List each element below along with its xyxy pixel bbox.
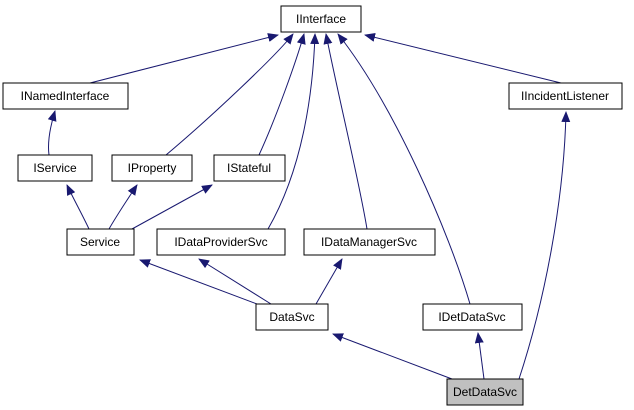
node-DetDataSvc-box	[446, 378, 524, 406]
node-Service-label: Service	[80, 235, 120, 249]
edge-DetDataSvc-to-IIncidentListener	[518, 111, 571, 380]
edge-IService-to-INamedInterface	[47, 110, 57, 156]
node-IIncidentListener[interactable]: IIncidentListener	[508, 82, 623, 110]
node-IDetDataSvc-label: IDetDataSvc	[438, 310, 505, 324]
edge-IIncidentListener-to-IInterface	[364, 33, 562, 84]
edge-INamedInterface-to-IInterface	[89, 33, 279, 84]
node-layer: IInterface INamedInterface IIncidentList…	[2, 5, 623, 406]
edge-Service-to-IService	[66, 184, 90, 230]
node-IDataProviderSvc-box[interactable]	[156, 228, 286, 256]
node-IStateful-box[interactable]	[213, 154, 286, 182]
node-DataSvc-box[interactable]	[255, 303, 329, 331]
edge-Service-to-IStateful	[131, 184, 213, 230]
node-Service-box[interactable]	[66, 228, 135, 256]
node-IService-label: IService	[33, 161, 77, 175]
edge-DetDataSvc-to-DataSvc	[332, 333, 453, 380]
edge-DataSvc-to-IDataProviderSvc	[198, 258, 272, 305]
node-IStateful-label: IStateful	[227, 161, 271, 175]
edge-DataSvc-to-IDataManagerSvc	[315, 258, 343, 305]
node-IProperty-label: IProperty	[128, 161, 177, 175]
edge-DataSvc-to-Service	[139, 259, 258, 305]
edge-layer	[47, 33, 571, 380]
node-IDataManagerSvc-box[interactable]	[303, 228, 436, 256]
node-IStateful[interactable]: IStateful	[213, 154, 286, 182]
node-IProperty[interactable]: IProperty	[111, 154, 193, 182]
node-IProperty-box[interactable]	[111, 154, 193, 182]
node-IDataManagerSvc[interactable]: IDataManagerSvc	[303, 228, 436, 256]
node-IDetDataSvc-box[interactable]	[422, 303, 523, 331]
node-IInterface-label: IInterface	[296, 12, 346, 26]
node-Service[interactable]: Service	[66, 228, 135, 256]
node-DetDataSvc-label: DetDataSvc	[453, 385, 517, 399]
node-IService[interactable]: IService	[17, 154, 93, 182]
node-IIncidentListener-label: IIncidentListener	[521, 89, 609, 103]
node-IDetDataSvc[interactable]: IDetDataSvc	[422, 303, 523, 331]
edge-IDataProviderSvc-to-IInterface	[267, 33, 320, 230]
node-DataSvc[interactable]: DataSvc	[255, 303, 329, 331]
node-DataSvc-label: DataSvc	[269, 310, 314, 324]
edge-IDetDataSvc-to-IInterface	[337, 33, 471, 305]
edge-IStateful-to-IInterface	[258, 33, 306, 156]
node-IService-box[interactable]	[17, 154, 93, 182]
node-IDataProviderSvc-label: IDataProviderSvc	[174, 235, 267, 249]
edge-DetDataSvc-to-IDetDataSvc	[474, 332, 485, 380]
node-DetDataSvc: DetDataSvc	[446, 378, 524, 406]
node-IDataProviderSvc[interactable]: IDataProviderSvc	[156, 228, 286, 256]
node-INamedInterface[interactable]: INamedInterface	[2, 82, 129, 110]
node-INamedInterface-label: INamedInterface	[21, 89, 110, 103]
node-IDataManagerSvc-label: IDataManagerSvc	[321, 235, 417, 249]
edge-IDataManagerSvc-to-IInterface	[323, 33, 368, 230]
node-INamedInterface-box[interactable]	[2, 82, 129, 110]
edge-IProperty-to-IInterface	[165, 33, 294, 156]
edge-Service-to-IProperty	[108, 184, 138, 230]
node-IInterface-box[interactable]	[280, 5, 362, 33]
node-IInterface[interactable]: IInterface	[280, 5, 362, 33]
node-IIncidentListener-box[interactable]	[508, 82, 623, 110]
